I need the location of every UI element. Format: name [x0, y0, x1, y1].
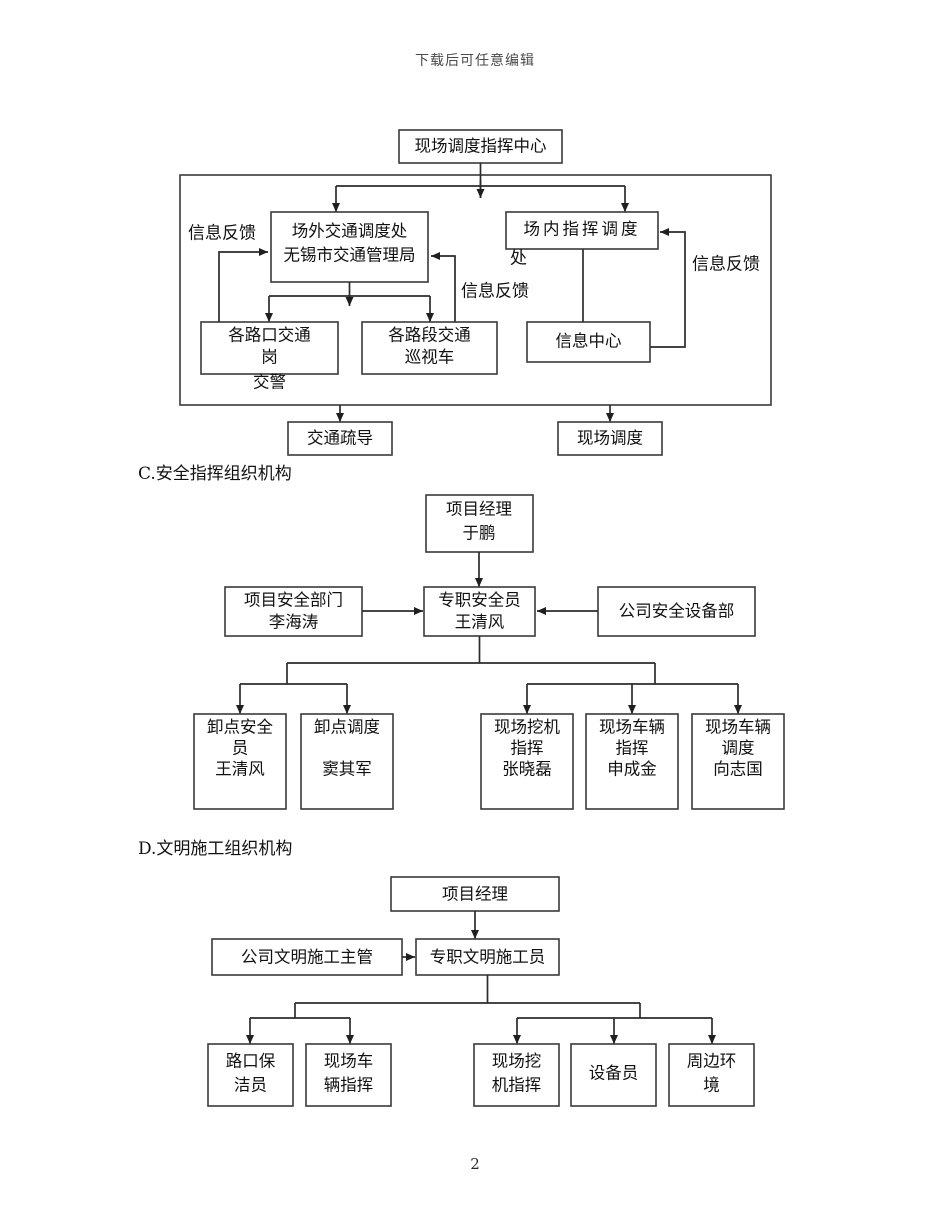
node-safety-officer-label-2: 王清风	[455, 613, 505, 632]
diagram-safety-org: 项目经理 于鹏 项目安全部门 李海涛 专职安全员 王清风 公司安全设备部	[0, 488, 950, 828]
node-outside-dispatch	[270, 211, 429, 283]
node-outside-dispatch-label-1: 场外交通调度处	[292, 222, 408, 241]
node-site-dispatch	[557, 421, 663, 456]
leaf-2-line-1: 卸点调度	[314, 718, 380, 737]
node-site-dispatch-label: 现场调度	[577, 429, 643, 448]
label-feedback-right: 信息反馈	[692, 255, 760, 275]
node-inside-dispatch-label-2: 处	[510, 249, 527, 269]
diagram-traffic-dispatch: 现场调度指挥中心 场外交通调度处 无锡市交通管理局 场内指挥调度 处 各路口交通	[0, 120, 950, 460]
node-leaf-excavator-command	[480, 713, 574, 810]
label-feedback-middle: 信息反馈	[461, 282, 529, 302]
node-project-manager	[425, 494, 534, 553]
node-project-safety-dept-label-2: 李海涛	[269, 613, 319, 632]
node-project-manager-label-2: 于鹏	[463, 524, 496, 543]
traffic-dispatch-svg: 现场调度指挥中心 场外交通调度处 无锡市交通管理局 场内指挥调度 处 各路口交通	[179, 129, 772, 456]
node-outside-dispatch-label-2: 无锡市交通管理局	[284, 246, 416, 265]
node-project-safety-dept	[224, 586, 363, 637]
leaf-1-3-line-2: 洁员	[234, 1076, 267, 1095]
civilized-construction-svg: 项目经理 公司文明施工主管 专职文明施工员	[207, 876, 755, 1107]
node-info-center-label: 信息中心	[556, 332, 622, 351]
leaf-1-line-3: 王清风	[215, 760, 265, 779]
page-number: 2	[470, 1155, 480, 1173]
leaf-5-line-3: 向志国	[713, 760, 763, 779]
leaf-3-line-1: 现场挖机	[494, 718, 561, 737]
leaf-2-3-line-2: 辆指挥	[324, 1076, 374, 1095]
node-inside-dispatch	[505, 211, 659, 250]
edge-feedback-middle	[431, 252, 456, 322]
node-patrol-car-label-1: 各路段交通	[388, 326, 471, 345]
node-leaf-vehicle-command	[585, 713, 679, 810]
label-feedback-left: 信息反馈	[188, 224, 256, 244]
heading-section-d: D.文明施工组织机构	[138, 839, 293, 859]
leaf-4-line-2: 指挥	[616, 739, 649, 758]
leaf-3-line-3: 张晓磊	[502, 760, 552, 779]
node-company-safety-equipment-dept	[597, 586, 756, 637]
node-leaf-vehicle-dispatch	[691, 713, 785, 810]
node-leaf-unload-dispatch	[300, 713, 394, 810]
diagram-civilized-construction: 项目经理 公司文明施工主管 专职文明施工员	[0, 868, 950, 1128]
leaf-5-3-line-2: 境	[703, 1076, 720, 1095]
node-project-safety-dept-label-1: 项目安全部门	[244, 591, 343, 610]
node-full-time-civilized-officer	[415, 938, 560, 976]
node-traffic-guidance-label: 交通疏导	[307, 429, 373, 448]
leaf-2-3-line-1: 现场车	[324, 1052, 374, 1071]
node-leaf-unload-safety	[193, 713, 287, 810]
node-inside-dispatch-label-1: 场内指挥调度	[524, 220, 641, 239]
node-crossing-post-overflow-label: 交警	[253, 373, 286, 392]
document-header-note: 下载后可任意编辑	[415, 53, 535, 69]
node-leaf-vehicle-command-3	[305, 1043, 392, 1107]
leaf-3-line-2: 指挥	[511, 739, 544, 758]
node-crossing-post	[200, 321, 339, 375]
leaf-1-3-line-1: 路口保	[226, 1052, 276, 1071]
leaf-1-line-2: 员	[232, 739, 249, 758]
leaf-3-3-line-2: 机指挥	[492, 1076, 542, 1095]
node-patrol-car	[361, 321, 498, 375]
node-info-center	[526, 321, 651, 363]
node-civilized-officer-label: 专职文明施工员	[430, 948, 546, 967]
leaf-5-3-line-1: 周边环	[687, 1052, 737, 1071]
node-leaf-equipment-officer	[570, 1043, 657, 1107]
leaf-4-line-3: 申成金	[607, 760, 657, 779]
node-project-manager-3-label: 项目经理	[442, 885, 508, 904]
node-project-manager-label-1: 项目经理	[446, 500, 512, 519]
node-traffic-guidance	[287, 421, 393, 456]
node-patrol-car-label-2: 巡视车	[405, 348, 455, 367]
edge-feedback-right	[650, 228, 686, 348]
safety-org-svg: 项目经理 于鹏 项目安全部门 李海涛 专职安全员 王清风 公司安全设备部	[193, 494, 785, 810]
leaf-2-line-3: 窦其军	[322, 760, 372, 779]
node-crossing-post-label-1: 各路口交通	[228, 326, 311, 345]
traffic-outer-frame	[179, 174, 772, 406]
node-company-safety-dept-label: 公司安全设备部	[619, 602, 735, 621]
node-leaf-crossing-cleaner	[207, 1043, 294, 1107]
leaf-1-line-1: 卸点安全	[207, 718, 274, 737]
leaf-5-line-1: 现场车辆	[705, 718, 771, 737]
leaf-5-line-2: 调度	[722, 739, 755, 758]
edge-feedback-left	[218, 248, 268, 322]
node-safety-officer-label-1: 专职安全员	[438, 591, 521, 610]
heading-section-c: C.安全指挥组织机构	[138, 464, 292, 484]
node-company-supervisor-label: 公司文明施工主管	[241, 948, 373, 967]
node-leaf-excavator-command-3	[473, 1043, 560, 1107]
node-full-time-safety-officer	[423, 586, 536, 637]
node-project-manager-3	[390, 876, 560, 912]
node-crossing-post-label-2: 岗	[261, 348, 278, 367]
node-command-center-label: 现场调度指挥中心	[415, 137, 547, 156]
leaf-4-line-1: 现场车辆	[599, 718, 665, 737]
leaf-4-3-line-1: 设备员	[589, 1064, 639, 1083]
leaf-3-3-line-1: 现场挖	[492, 1052, 542, 1071]
node-leaf-surrounding-environment	[668, 1043, 755, 1107]
